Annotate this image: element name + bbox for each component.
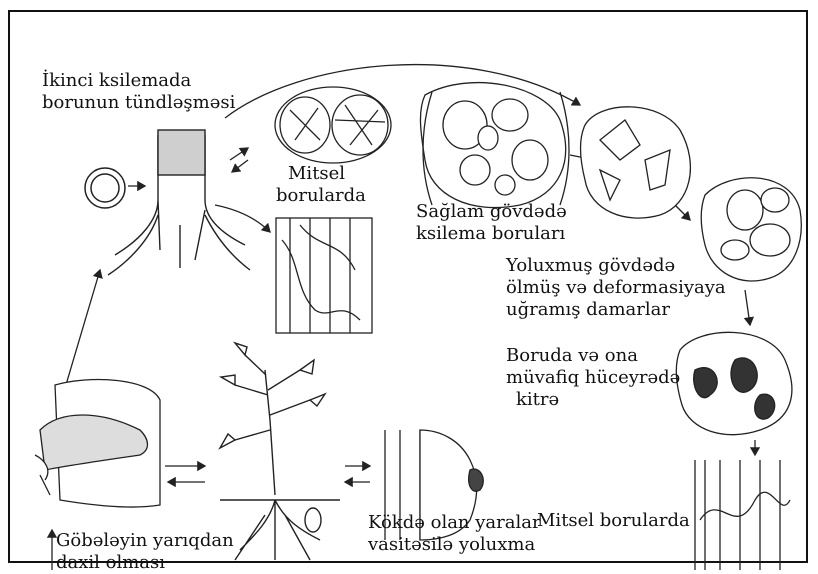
- label-line: Mitsel borularda: [537, 510, 690, 532]
- arrow-to-deformed: [675, 205, 690, 220]
- label-line: borularda: [276, 185, 366, 207]
- branched-stem-drawing: [108, 130, 250, 275]
- label-mycelium-bottom: Mitsel borularda: [537, 510, 690, 532]
- bottom-mycelium-vessels: [695, 460, 790, 570]
- label-tube-and-cell-fill: Boruda və ona müvafiq hüceyrədə kitrə: [506, 345, 680, 411]
- label-line: müvafiq hüceyrədə: [506, 367, 680, 389]
- label-line: borunun tündləşməsi: [42, 92, 235, 114]
- label-line: ksilema boruları: [416, 223, 567, 245]
- label-line: Yoluxmuş gövdədə: [506, 255, 726, 277]
- healthy-xylem-section: [420, 83, 569, 208]
- plant-drawing: [220, 343, 340, 560]
- label-xylem-darkening: İkinci ksilemada borunun tündləşməsi: [42, 70, 235, 114]
- label-healthy-stem-xylem: Sağlam gövdədə ksilema boruları: [416, 201, 567, 245]
- mycel-tube-section: [275, 87, 391, 163]
- label-fungus-entry-crack: Göbələyin yarıqdan daxil olması: [56, 530, 234, 574]
- fungus-entry-section: [35, 380, 160, 508]
- label-line: daxil olması: [56, 552, 234, 574]
- label-line: kitrə: [506, 389, 680, 411]
- infected-stem-section: [580, 107, 690, 218]
- gum-cells-section: [676, 332, 792, 434]
- label-line: ölmüş və deformasiyaya: [506, 277, 726, 299]
- label-line: Boruda və ona: [506, 345, 680, 367]
- hyphae-vessels: [276, 218, 372, 333]
- label-line: Mitsel: [276, 163, 366, 185]
- label-mycelium-in-tubes: Mitsel borularda: [276, 163, 366, 207]
- stem-cross-section-icon: [85, 168, 125, 208]
- label-line: Kökdə olan yaralar: [368, 512, 541, 534]
- label-root-wound-infection: Kökdə olan yaralar vasitəsilə yoluxma: [368, 512, 541, 556]
- arrow-to-gum: [745, 290, 750, 325]
- arrow-mycel-to-stem: [232, 160, 248, 172]
- label-line: Göbələyin yarıqdan: [56, 530, 234, 552]
- arrow-stem-to-mycel: [230, 148, 248, 160]
- label-infected-stem-vessels: Yoluxmuş gövdədə ölmüş və deformasiyaya …: [506, 255, 726, 321]
- label-line: vasitəsilə yoluxma: [368, 534, 541, 556]
- arrow-stem-to-hyphae: [215, 205, 270, 232]
- label-line: Sağlam gövdədə: [416, 201, 567, 223]
- label-line: uğramış damarlar: [506, 299, 726, 321]
- label-line: İkinci ksilemada: [42, 70, 235, 92]
